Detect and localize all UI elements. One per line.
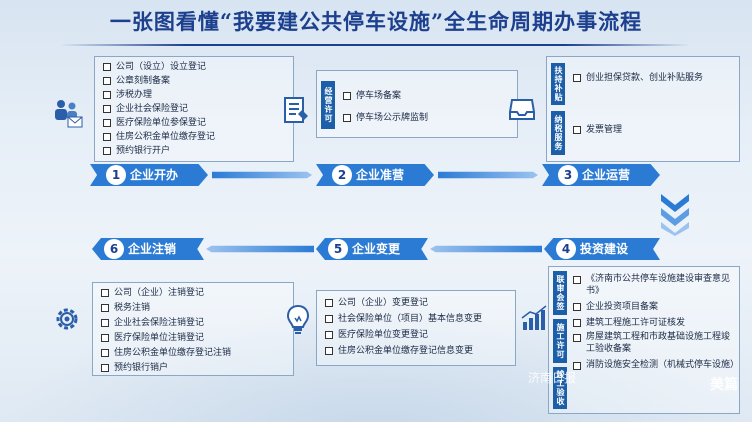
- background-mountain: [0, 302, 752, 422]
- box-operation: 扶持补贴 创业担保贷款、创业补贴服务 纳税服务 发票管理: [546, 56, 740, 162]
- inbox-icon: [508, 96, 536, 126]
- step-5-bar: 5 企业变更: [316, 238, 428, 260]
- step-3-bar: 3 企业运营: [542, 164, 660, 186]
- step-label: 投资建设: [580, 242, 629, 256]
- list-item: 公司（企业）变更登记: [325, 295, 482, 311]
- connector-arrow: [438, 171, 538, 179]
- chart-growth-icon: [520, 304, 548, 336]
- list-item: 医疗保险单位参保登记: [103, 116, 215, 130]
- list-item: 公司（企业）注销登记: [101, 285, 231, 300]
- list-item: 房屋建筑工程和市政基础设施工程竣工验收备案: [573, 331, 735, 359]
- list-item: 社会保险单位（项目）基本信息变更: [325, 311, 482, 327]
- list-item: 住房公积金单位缴存登记: [103, 130, 215, 144]
- list-item: 停车场公示牌监制: [343, 107, 428, 129]
- list-item: 税务注销: [101, 300, 231, 315]
- document-icon: [282, 96, 310, 130]
- step-label: 企业开办: [130, 168, 179, 182]
- box-construction: 联审会签 施工许可 竣工验收 《济南市公共停车设施建设审查意见书》 企业投资项目…: [548, 266, 740, 414]
- list-item: 公章刻制备案: [103, 74, 215, 88]
- watermark-meipian: 美篇: [710, 377, 738, 393]
- list-item: 企业社会保险注销登记: [101, 315, 231, 330]
- tag-subsidy: 扶持补贴: [551, 63, 565, 105]
- title-underline: [60, 44, 690, 46]
- step-number: 6: [104, 239, 124, 259]
- tag-joint-review: 联审会签: [553, 271, 567, 315]
- chevron-down-icon: [658, 192, 692, 240]
- list-item: 停车场备案: [343, 85, 428, 107]
- tag-tax-service: 纳税服务: [551, 111, 565, 155]
- page-title: 一张图看懂“我要建公共停车设施”全生命周期办事流程: [109, 9, 643, 34]
- step-number: 4: [556, 239, 576, 259]
- lightbulb-icon: [286, 304, 310, 340]
- step-number: 2: [332, 165, 352, 185]
- list-item: 住房公积金单位缴存登记注销: [101, 345, 231, 360]
- list-item: 企业投资项目备案: [573, 299, 735, 315]
- list-item: 医疗保险单位变更登记: [325, 327, 482, 343]
- box-company-setup: 公司（设立）设立登记 公章刻制备案 涉税办理 企业社会保险登记 医疗保险单位参保…: [94, 56, 294, 162]
- box-change: 公司（企业）变更登记 社会保险单位（项目）基本信息变更 医疗保险单位变更登记 住…: [316, 290, 516, 366]
- connector-arrow: [430, 245, 542, 253]
- list-item: 建筑工程施工许可证核发: [573, 315, 735, 331]
- step-label: 企业准营: [356, 168, 405, 182]
- list-item: 公司（设立）设立登记: [103, 60, 215, 74]
- step-6-bar: 6 企业注销: [92, 238, 204, 260]
- box-deregistration: 公司（企业）注销登记 税务注销 企业社会保险注销登记 医疗保险单位注销登记 住房…: [92, 282, 294, 376]
- list-item: 涉税办理: [103, 88, 215, 102]
- step-number: 3: [558, 165, 578, 185]
- watermark-newspaper: 济南日报: [528, 371, 577, 385]
- gear-icon: [52, 304, 82, 338]
- step-2-bar: 2 企业准营: [316, 164, 434, 186]
- box-business-permit: 经营许可 停车场备案 停车场公示牌监制: [316, 70, 518, 138]
- connector-arrow: [206, 245, 314, 253]
- step-4-bar: 4 投资建设: [544, 238, 660, 260]
- list-item: 预约银行开户: [103, 144, 215, 158]
- step-label: 企业运营: [582, 168, 631, 182]
- step-number: 5: [328, 239, 348, 259]
- list-item: 创业担保贷款、创业补贴服务: [573, 71, 703, 85]
- tag-completion-acceptance: 竣工验收: [553, 367, 567, 409]
- list-item: 预约银行销户: [101, 360, 231, 375]
- tag-construction-permit: 施工许可: [553, 319, 567, 363]
- step-label: 企业注销: [128, 242, 177, 256]
- list-item: 企业社会保险登记: [103, 102, 215, 116]
- list-item: 医疗保险单位注销登记: [101, 330, 231, 345]
- connector-arrow: [212, 171, 312, 179]
- tag-business-permit: 经营许可: [321, 81, 335, 129]
- step-1-bar: 1 企业开办: [90, 164, 208, 186]
- step-number: 1: [106, 165, 126, 185]
- list-item: 发票管理: [573, 123, 622, 137]
- list-item: 消防设施安全检测（机械式停车设施）: [573, 359, 739, 387]
- step-label: 企业变更: [352, 242, 401, 256]
- list-item: 住房公积金单位缴存登记信息变更: [325, 343, 482, 359]
- people-icon: [50, 96, 84, 134]
- list-item: 《济南市公共停车设施建设审查意见书》: [573, 273, 735, 299]
